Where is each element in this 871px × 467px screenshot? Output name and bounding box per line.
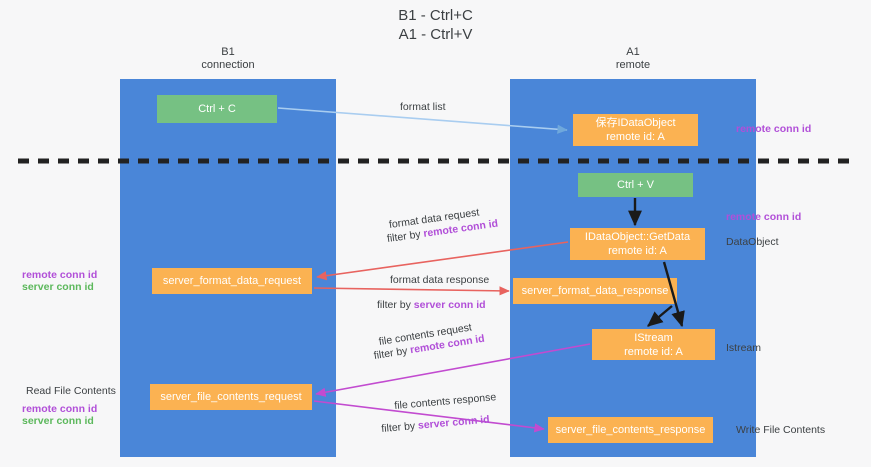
label-file-contents-response-filter: filter by server conn id [381,414,490,436]
annotation-istream: Istream [726,342,762,354]
lane-header-a1: A1 remote [615,46,651,71]
filter-by-text: filter by [380,419,419,436]
node-ctrl-v[interactable]: Ctrl + V [578,173,693,197]
annotation-write-file-contents: Write File Contents [736,424,826,436]
filter-by-text: filter by [372,344,412,363]
annotation-left-remote-conn-id: remote conn id [22,269,98,281]
label-format-data-response-filter: filter by server conn id [377,299,486,312]
annotation-left-server-conn-id-2: server conn id [22,415,94,427]
node-save-idataobject[interactable]: 保存IDataObject remote id: A [573,114,698,146]
lane-header-b1: B1 connection [201,46,255,71]
annotation-read-file-contents: Read File Contents [26,385,116,397]
node-server-file-contents-response[interactable]: server_file_contents_response [548,417,713,443]
node-server-file-contents-request[interactable]: server_file_contents_request [150,384,312,410]
label-format-list: format list [400,101,446,113]
server-conn-id-text: server conn id [417,413,491,432]
server-conn-id-text: server conn id [413,299,486,311]
edge-format-data-response [313,286,510,296]
annotation-dataobject: DataObject [726,236,779,248]
annotation-remote-conn-id-top: remote conn id [736,123,812,135]
node-idataobject-getdata[interactable]: IDataObject::GetData remote id: A [570,228,705,260]
annotation-left-remote-conn-id-2: remote conn id [22,403,98,415]
label-file-contents-response: file contents response [393,391,497,413]
label-format-data-response: format data response [390,274,490,286]
node-server-format-data-request[interactable]: server_format_data_request [152,268,312,294]
filter-by-text: filter by [377,299,414,311]
annotation-left-server-conn-id: server conn id [22,281,94,293]
node-server-format-data-response[interactable]: server_format_data_response [513,278,677,304]
page-title: B1 - Ctrl+C A1 - Ctrl+V [398,7,473,43]
node-istream[interactable]: IStream remote id: A [592,329,715,360]
node-ctrl-c[interactable]: Ctrl + C [157,95,277,123]
annotation-remote-conn-id-mid: remote conn id [726,211,802,223]
